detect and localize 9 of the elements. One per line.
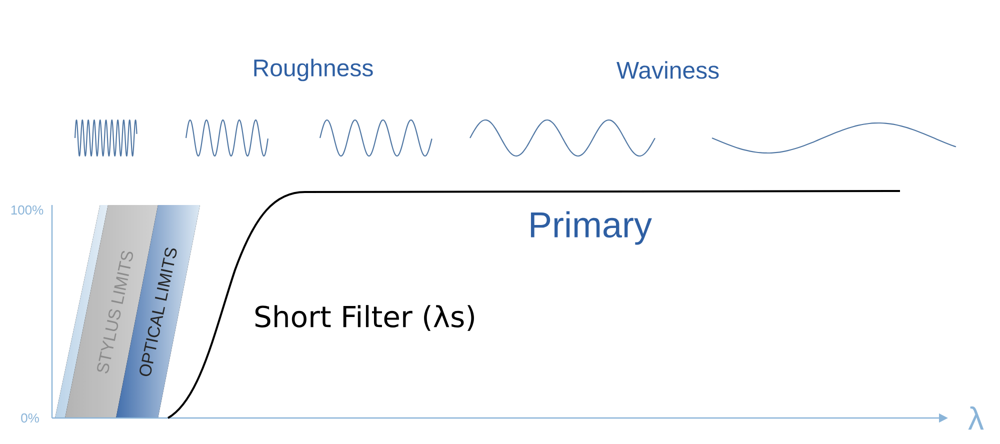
heading: Roughness — [254, 58, 373, 82]
axis-label: 100% — [11, 205, 44, 215]
heading: Waviness — [616, 61, 719, 79]
axis-label: 0% — [21, 413, 39, 423]
band-label: STYLUS LIMITS — [97, 250, 133, 374]
band-label: OPTICAL LIMITS — [140, 248, 177, 376]
axis-label: λ — [968, 406, 984, 430]
curve-label: Short Filter (λs) — [255, 305, 474, 331]
region-label: Primary — [530, 211, 652, 245]
